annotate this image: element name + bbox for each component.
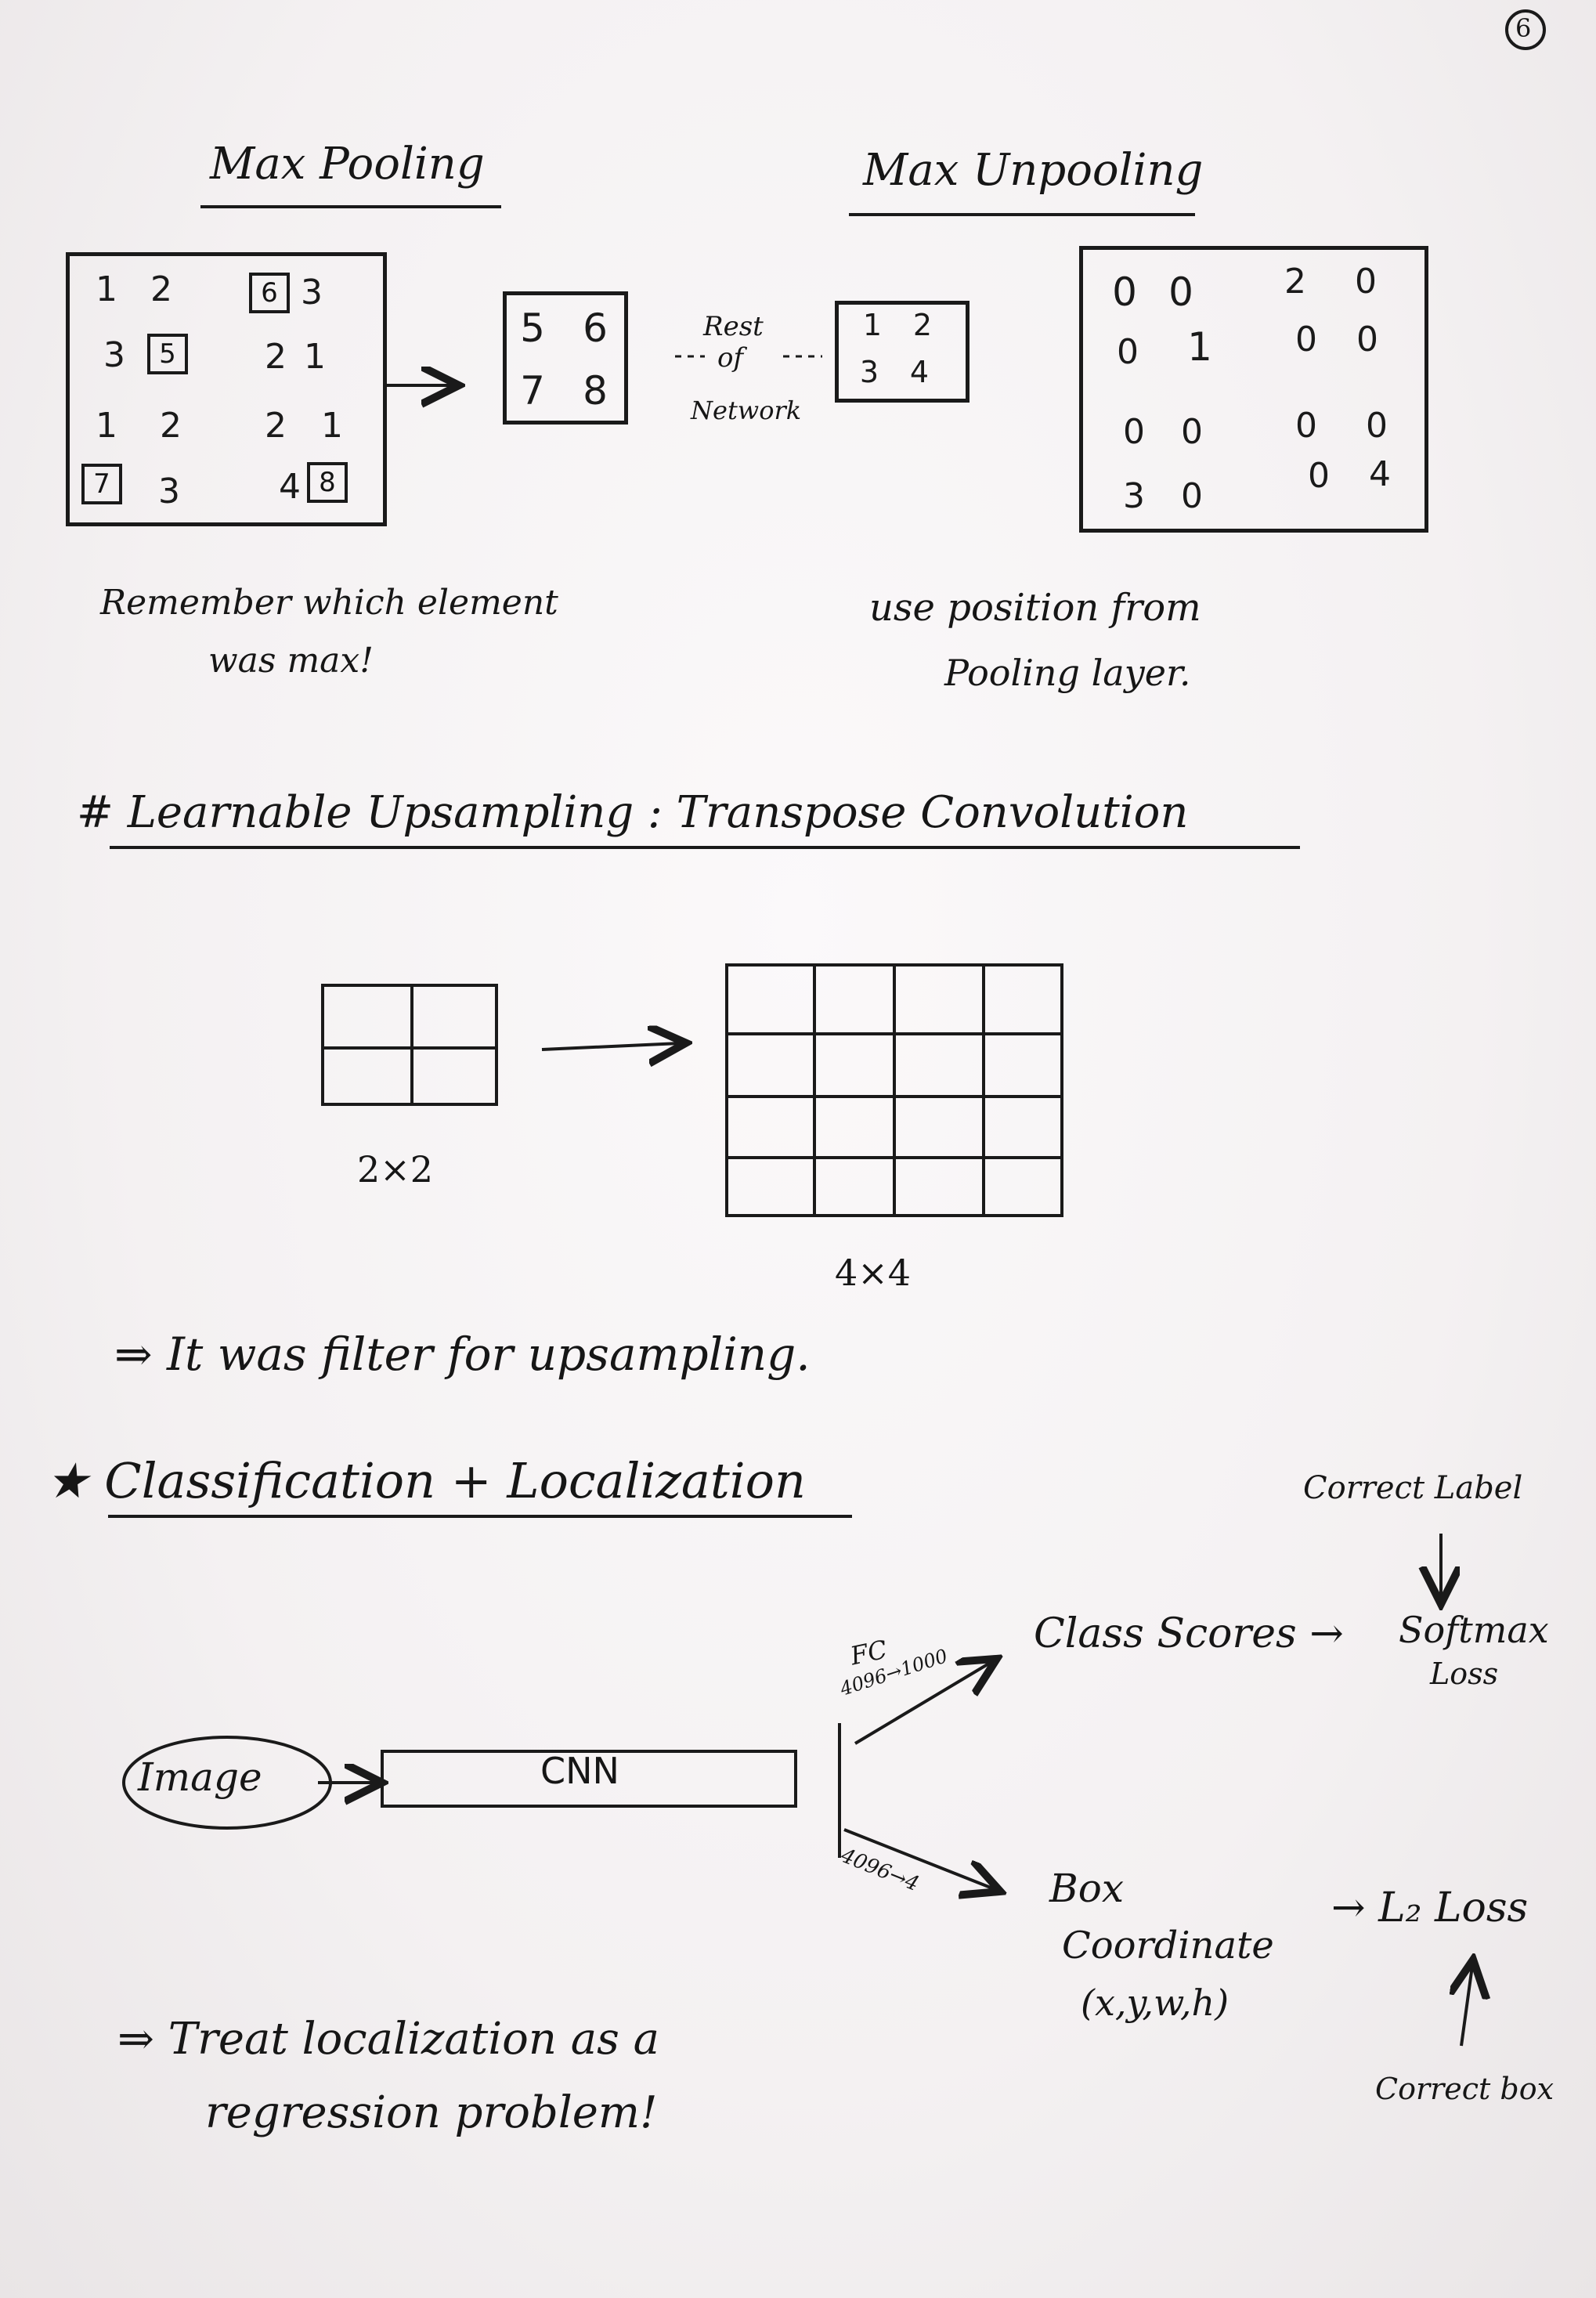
pool-in-3-3-max: 8 [307,462,348,503]
unpool-note-line2: Pooling layer. [944,652,1191,694]
unpool-in-1-0: 3 [859,355,879,389]
unpool-in-0-0: 1 [862,308,883,342]
unpool-out-3-3: 4 [1369,454,1391,494]
pool-in-1-3: 1 [304,337,326,377]
cnn-label: CNN [540,1750,619,1792]
pooling-input-matrix [66,252,387,526]
max-unpooling-underline [849,213,1195,216]
box-line3: (x,y,w,h) [1081,1982,1229,2024]
unpool-out-2-3: 0 [1366,406,1388,446]
unpool-out-2-0: 0 [1123,412,1145,452]
pool-note-line2: was max! [208,641,374,681]
pool-out-0-1: 6 [583,305,608,351]
unpool-out-0-2: 2 [1284,262,1306,302]
large-grid-4x4 [725,963,1063,1217]
box-line2: Coordinate [1062,1924,1274,1967]
unpool-in-1-1: 4 [909,355,930,389]
pool-in-3-2: 4 [279,467,301,507]
pool-in-2-0: 1 [96,406,117,446]
pool-in-2-3: 1 [321,406,343,446]
max-unpooling-title: Max Unpooling [863,145,1204,196]
unpool-out-2-1: 0 [1181,412,1203,452]
classification-note-line1: ⇒ Treat localization as a [117,2014,660,2065]
image-label: Image [138,1754,262,1800]
page-number-text: 6 [1515,13,1532,43]
pool-out-0-0: 5 [520,305,545,351]
upsample-arrow [541,1043,680,1050]
fc-top-arrow [854,1662,991,1745]
cnn-box [381,1750,797,1808]
unpool-out-0-0: 0 [1112,269,1137,315]
pool-in-3-0-max: 7 [81,464,122,504]
unpool-out-1-0: 0 [1117,332,1139,372]
pool-in-1-1-max: 5 [147,334,188,374]
softmax-line2: Loss [1430,1657,1499,1691]
rest-of-network-line2: of [717,342,744,374]
pool-note-line1: Remember which element [100,583,558,623]
small-grid-label: 2×2 [357,1148,434,1191]
rest-of-network-line3: Network [691,396,802,425]
unpool-out-1-1: 1 [1187,324,1212,370]
pool-in-2-1: 2 [160,406,182,446]
pool-in-0-0: 1 [96,269,117,309]
small-grid-2x2 [321,984,498,1106]
large-grid-label: 4×4 [835,1252,912,1294]
page-number [1505,9,1546,50]
pooling-output-matrix [503,291,628,425]
max-pooling-title: Max Pooling [210,139,485,190]
class-scores-text: Class Scores → [1034,1610,1344,1657]
unpool-out-3-0: 3 [1123,476,1145,516]
classification-note-line2: regression problem! [205,2087,658,2138]
correct-box-arrow [1461,1966,1472,2047]
pool-in-2-2: 2 [265,406,287,446]
l2-loss-text: → L₂ Loss [1331,1884,1529,1931]
pool-in-0-1: 2 [150,269,172,309]
unpool-out-1-2: 0 [1295,320,1317,360]
softmax-line1: Softmax [1399,1609,1549,1651]
unpool-out-1-3: 0 [1356,320,1378,360]
unpool-out-3-2: 0 [1308,456,1330,496]
unpool-out-2-2: 0 [1295,406,1317,446]
unpool-in-0-1: 2 [912,308,933,342]
unpool-out-3-1: 0 [1181,476,1203,516]
fc-bottom-arrow [843,1828,995,1889]
transpose-conv-note: ⇒ It was filter for upsampling. [114,1328,811,1381]
correct-label-text: Correct Label [1303,1470,1523,1506]
pool-in-1-2: 2 [265,337,287,377]
pool-out-1-0: 7 [520,368,545,414]
classification-underline [108,1515,852,1518]
max-pooling-underline [200,205,501,208]
unpooling-input-matrix [835,301,970,403]
correct-box-text: Correct box [1375,2072,1554,2106]
unpooling-output-matrix [1079,246,1428,533]
pool-in-1-0: 3 [103,335,125,375]
pool-in-0-3: 3 [301,273,323,313]
pool-in-3-1: 3 [158,472,180,511]
classification-title: ★ Classification + Localization [45,1452,806,1509]
box-line1: Box [1049,1866,1125,1911]
transpose-conv-title: # Learnable Upsampling : Transpose Convo… [77,787,1189,838]
transpose-conv-underline [110,846,1300,849]
rest-of-network-line1: Rest [703,311,764,342]
unpool-out-0-3: 0 [1355,262,1377,302]
unpool-note-line1: use position from [869,586,1201,630]
pool-in-0-2-max: 6 [249,273,290,313]
unpool-out-0-1: 0 [1168,269,1193,315]
pool-out-1-1: 8 [583,368,608,414]
